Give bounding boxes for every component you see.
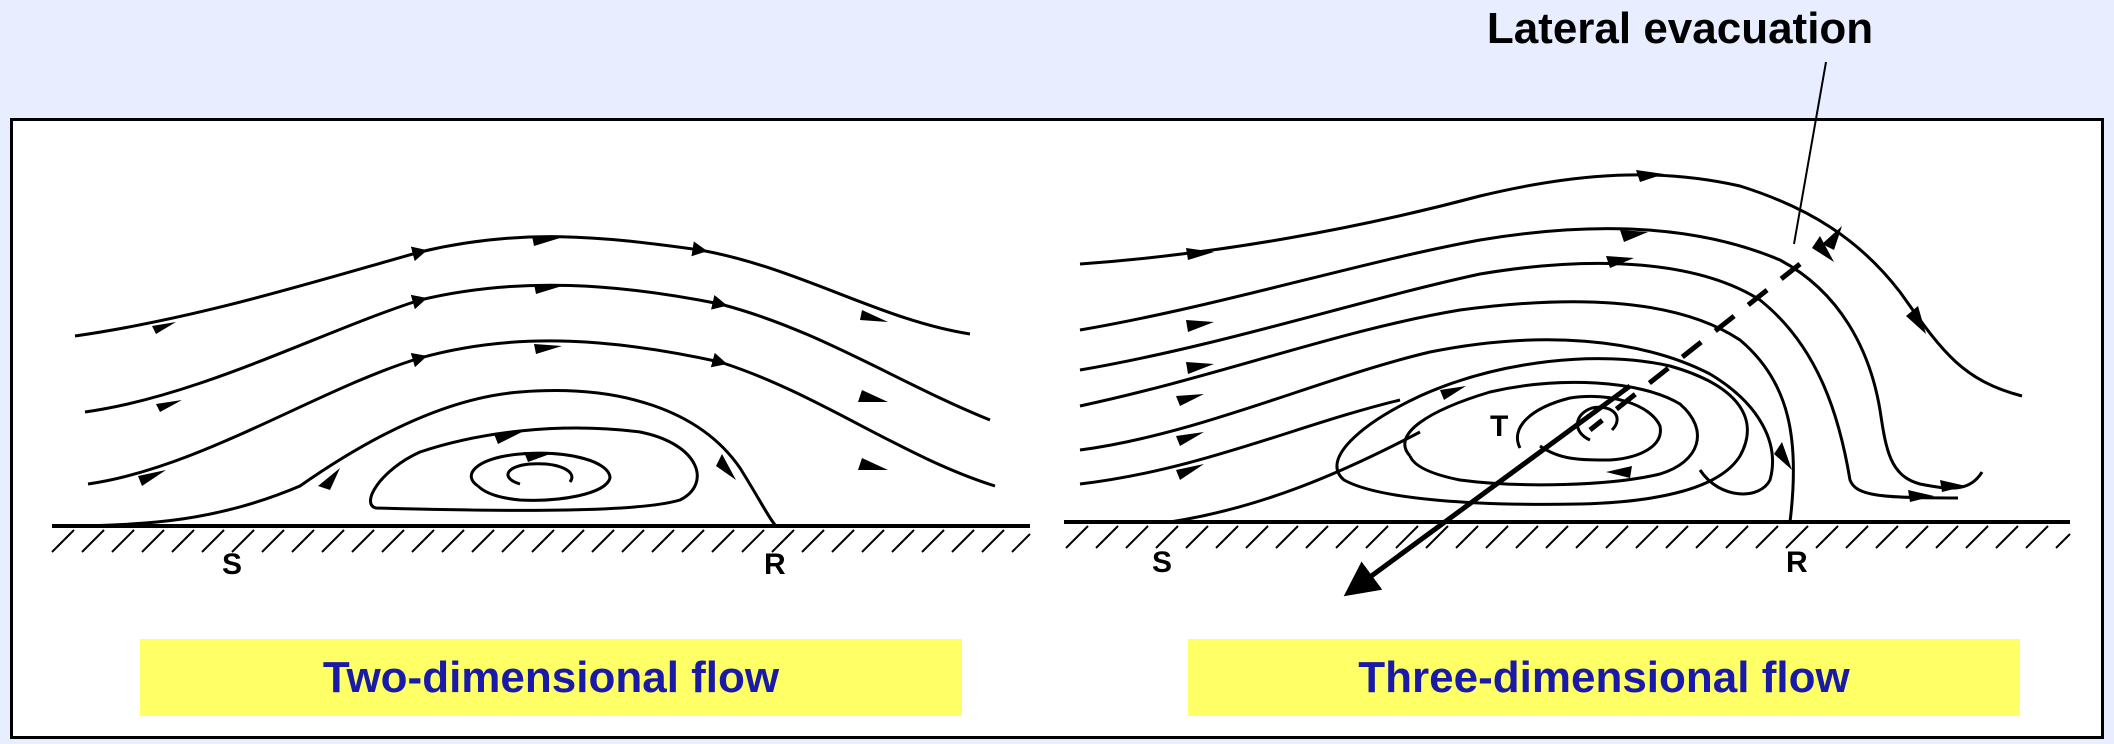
reattachment-point-label-3d: R: [1786, 546, 1808, 579]
streamline-2d-3: [87, 339, 996, 488]
lateral-evacuation-label: Lateral evacuation: [1486, 4, 1874, 53]
streamline-3d-3: [1079, 261, 1959, 500]
separation-point-label-2d: S: [222, 548, 243, 581]
recirculation-2d-outer: [369, 426, 699, 512]
recirculation-2d-spiral: [506, 462, 574, 486]
streamline-3d-2: [1079, 227, 1984, 490]
wall-hatching-2d: [51, 529, 1031, 553]
streamline-2d-4: [59, 389, 778, 528]
reattachment-point-label-2d: R: [764, 548, 786, 581]
streamline-3d-5: [1079, 338, 1774, 496]
streamline-3d-4: [1079, 300, 1795, 523]
recirculation-3d-3: [1516, 394, 1662, 462]
streamline-3d-7: [1169, 430, 1421, 524]
recirculation-3d-spiral: [1576, 405, 1619, 442]
recirculation-3d-1: [1335, 357, 1749, 506]
caption-three-dimensional-flow: Three-dimensional flow: [1188, 639, 2020, 716]
three-d-flow-diagram: [1064, 61, 2071, 597]
caption-two-dimensional-flow: Two-dimensional flow: [140, 639, 962, 716]
streamline-3d-6: [1079, 398, 1401, 486]
streamline-2d-1: [74, 235, 971, 338]
recirculation-2d-inner: [469, 451, 612, 502]
vortex-core-label: T: [1490, 410, 1509, 443]
streamline-3d-1: [1079, 173, 2023, 398]
diagram-panel: [10, 118, 2104, 739]
lateral-evacuation-pointer: [1793, 61, 1827, 245]
vortex-axis-arrow: [1343, 383, 1632, 597]
recirculation-3d-2: [1403, 380, 1699, 487]
flow-arrows-2d: [138, 236, 888, 490]
two-d-flow-diagram: [51, 235, 1031, 553]
streamline-2d-2: [84, 283, 991, 422]
wall-hatching-3d: [1065, 525, 2071, 549]
flow-arrows-3d: [1176, 170, 1966, 502]
lateral-evacuation-axis: [1588, 262, 1802, 432]
separation-point-label-3d: S: [1152, 546, 1173, 579]
